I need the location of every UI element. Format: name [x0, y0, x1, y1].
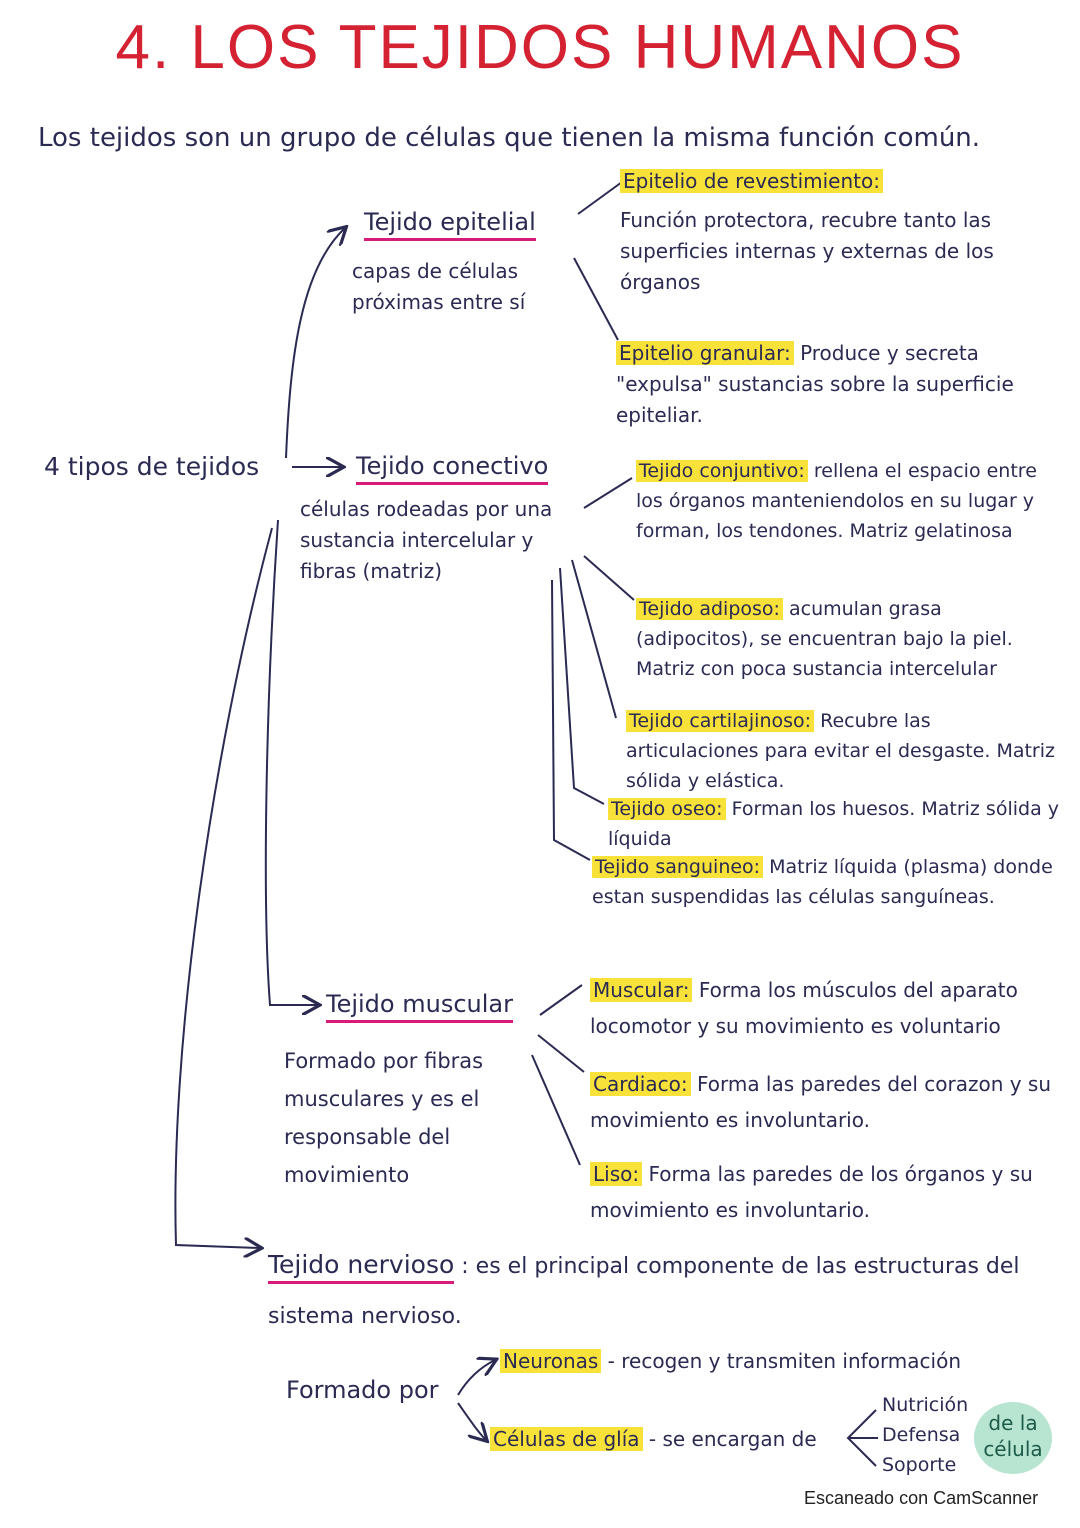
neuronas: Neuronas - recogen y transmiten informac… [500, 1346, 980, 1377]
subtype-name: Tejido conjuntivo: [636, 460, 808, 482]
subtype-name: Tejido adiposo: [636, 598, 783, 620]
conectivo-desc: células rodeadas por una sustancia inter… [300, 497, 553, 583]
subtype-text: Forma los músculos del aparato locomotor… [590, 978, 1018, 1038]
muscular-cardiaco: Cardiaco: Forma las paredes del corazon … [590, 1066, 1060, 1138]
muscular-desc: Formado por fibras musculares y es el re… [284, 1049, 484, 1187]
tejido-oseo: Tejido oseo: Forman los huesos. Matriz s… [608, 794, 1060, 854]
camscanner-watermark: Escaneado con CamScanner [804, 1488, 1039, 1508]
subtype-name: Epitelio granular: [616, 341, 794, 365]
intro-text: Los tejidos son un grupo de células que … [38, 123, 981, 153]
subtype-text: Forman los huesos. Matriz sólida y líqui… [608, 798, 1060, 850]
neuronas-text: - recogen y transmiten información [607, 1349, 962, 1373]
subtype-text: acumulan grasa (adipocitos), se encuentr… [636, 598, 1013, 680]
subtype-name: Tejido sanguineo: [592, 856, 764, 878]
glia-target: de la célula [983, 1411, 1043, 1461]
conectivo-title-text: Tejido conectivo [356, 452, 549, 485]
subtype-text: Recubre las articulaciones para evitar e… [626, 710, 1055, 792]
glia-function-item: Defensa [882, 1424, 961, 1446]
subtype-text: Función protectora, recubre tanto las su… [620, 208, 994, 294]
tejido-sanguineo: Tejido sanguineo: Matriz líquida (plasma… [592, 852, 1060, 912]
muscular-title: Tejido muscular [326, 990, 513, 1023]
subtype-text: Forma las paredes del corazon y su movim… [590, 1072, 1052, 1132]
page-title: 4. LOS TEJIDOS HUMANOS [115, 13, 965, 82]
subtype-name: Tejido cartilajinoso: [626, 710, 815, 732]
subtype-text: rellena el espacio entre los órganos man… [636, 460, 1037, 542]
glia-functions: Nutrición Defensa Soporte [882, 1390, 968, 1480]
glia-name: Células de glía [490, 1427, 643, 1451]
subtype-text: Produce y secreta "expulsa" sustancias s… [616, 341, 1014, 427]
glia-function-item: Soporte [882, 1454, 957, 1476]
neuronas-name: Neuronas [500, 1349, 602, 1373]
tejido-adiposo: Tejido adiposo: acumulan grasa (adipocit… [636, 594, 1060, 684]
epitelio-granular: Epitelio granular: Produce y secreta "ex… [616, 338, 1058, 431]
subtype-name: Epitelio de revestimiento: [620, 169, 883, 193]
nervioso-title-text: Tejido nervioso [268, 1250, 455, 1284]
muscular-title-text: Tejido muscular [326, 990, 513, 1023]
tejido-conjuntivo: Tejido conjuntivo: rellena el espacio en… [636, 456, 1060, 546]
tejido-cartilajinoso: Tejido cartilajinoso: Recubre las articu… [626, 706, 1060, 796]
epitelio-revestimiento: Epitelio de revestimiento: Función prote… [620, 166, 1058, 298]
subtype-text: Forma las paredes de los órganos y su mo… [590, 1162, 1033, 1222]
subtype-text: Matriz líquida (plasma) donde estan susp… [592, 856, 1053, 908]
epitelial-title: Tejido epitelial [364, 208, 536, 241]
subtype-name: Tejido oseo: [608, 798, 726, 820]
nervioso-text: : es el principal componente de las estr… [268, 1254, 1020, 1329]
nervioso-block: Tejido nervioso : es el principal compon… [268, 1240, 1058, 1342]
subtype-name: Muscular: [590, 978, 693, 1002]
muscular-esqueletico: Muscular: Forma los músculos del aparato… [590, 972, 1060, 1044]
epitelial-title-text: Tejido epitelial [364, 208, 536, 241]
glia-function-item: Nutrición [882, 1394, 969, 1416]
conectivo-title: Tejido conectivo [356, 452, 549, 485]
green-highlight-blob [974, 1402, 1052, 1474]
subtype-name: Cardiaco: [590, 1072, 691, 1096]
epitelial-desc: capas de células próximas entre sí [352, 259, 526, 314]
formado-por-label: Formado por [286, 1376, 439, 1404]
celulas-glia: Células de glía - se encargan de [490, 1424, 850, 1455]
muscular-liso: Liso: Forma las paredes de los órganos y… [590, 1156, 1060, 1228]
subtype-name: Liso: [590, 1162, 643, 1186]
root-label: 4 tipos de tejidos [44, 452, 260, 481]
glia-text: - se encargan de [648, 1427, 817, 1451]
